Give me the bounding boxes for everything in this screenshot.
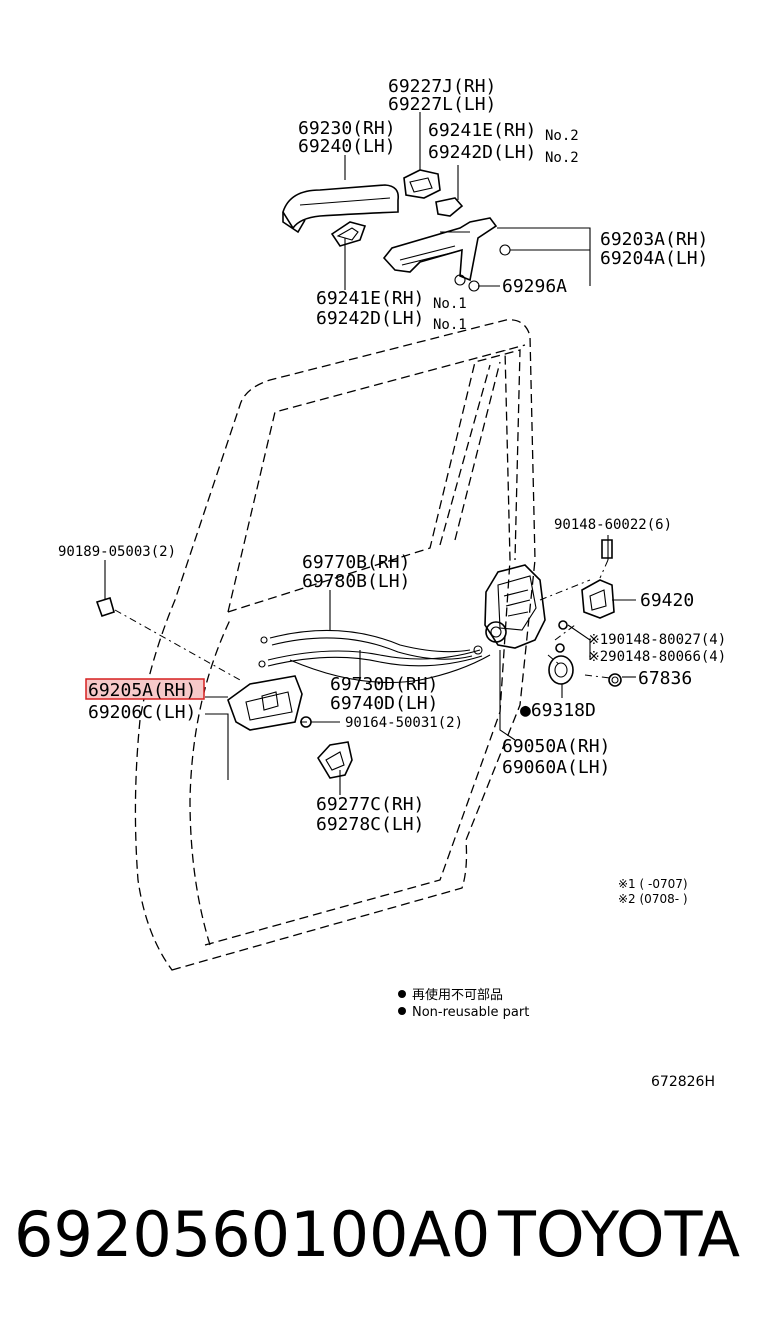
fasteners [95, 539, 622, 728]
label-69227j: 69227J(RH) [388, 76, 496, 97]
cables [258, 629, 491, 684]
label-69296a: 69296A [502, 276, 567, 297]
legend-bullet-en [398, 1007, 406, 1015]
handle-bezel [317, 741, 353, 779]
label-69242d-no1: 69242D(LH) [316, 308, 424, 329]
footer-part-number: 6920560100A0 [14, 1198, 490, 1271]
label-69242d-no2: 69242D(LH) [428, 142, 536, 163]
label-69227l: 69227L(LH) [388, 94, 496, 115]
label-69205a: 69205A(RH) [88, 680, 196, 701]
label-69780b: 69780B(LH) [302, 571, 410, 592]
striker [581, 579, 615, 619]
label-69206c: 69206C(LH) [88, 702, 196, 723]
label-90148-80027: ※190148-80027(4) [588, 632, 726, 648]
label-90148-60022: 90148-60022(6) [554, 517, 672, 533]
diagram-code: 672826H [651, 1074, 715, 1090]
range-notes: ※1 ( -0707) ※2 (0708- ) [618, 877, 688, 906]
label-90164-50031: 90164-50031(2) [345, 715, 463, 731]
legend: 再使用不可部品 Non-reusable part [398, 987, 529, 1020]
legend-jp: 再使用不可部品 [412, 987, 503, 1003]
label-69277c: 69277C(RH) [316, 794, 424, 815]
inside-handle [227, 675, 303, 731]
label-69770b: 69770B(RH) [302, 552, 410, 573]
label-69240: 69240(LH) [298, 136, 396, 157]
part-labels: 69227J(RH) 69227L(LH) 69230(RH) 69240(LH… [58, 76, 726, 835]
label-69241e-no1: 69241E(RH) [316, 288, 424, 309]
label-no2-a: No.2 [545, 128, 579, 144]
label-69060a: 69060A(LH) [502, 757, 610, 778]
label-69230: 69230(RH) [298, 118, 396, 139]
note-range-1: ※1 ( -0707) [618, 877, 688, 891]
legend-en: Non-reusable part [412, 1005, 529, 1020]
door-lock [484, 564, 546, 649]
label-67836: 67836 [638, 668, 692, 689]
footer-brand: TOYOTA [497, 1198, 740, 1271]
installation-lines [114, 559, 611, 723]
label-90148-80066: ※290148-80066(4) [588, 649, 726, 665]
label-69241e-no2: 69241E(RH) [428, 120, 536, 141]
label-69050a: 69050A(RH) [502, 736, 610, 757]
highlight-box [85, 678, 205, 700]
door-outline [134, 319, 536, 971]
legend-bullet-jp [398, 990, 406, 998]
label-69203a: 69203A(RH) [600, 229, 708, 250]
label-no1-a: No.1 [433, 296, 467, 312]
leader-lines [104, 112, 636, 795]
note-range-2: ※2 (0708- ) [618, 892, 688, 906]
label-90189-05003: 90189-05003(2) [58, 544, 176, 560]
label-69318d: ●69318D [520, 700, 596, 721]
label-69740d: 69740D(LH) [330, 693, 438, 714]
label-69730d: 69730D(RH) [330, 674, 438, 695]
label-69204a: 69204A(LH) [600, 248, 708, 269]
label-69420: 69420 [640, 590, 694, 611]
label-69278c: 69278C(LH) [316, 814, 424, 835]
label-no1-b: No.1 [433, 317, 467, 333]
label-no2-b: No.2 [545, 150, 579, 166]
outside-handle-group [282, 169, 511, 292]
